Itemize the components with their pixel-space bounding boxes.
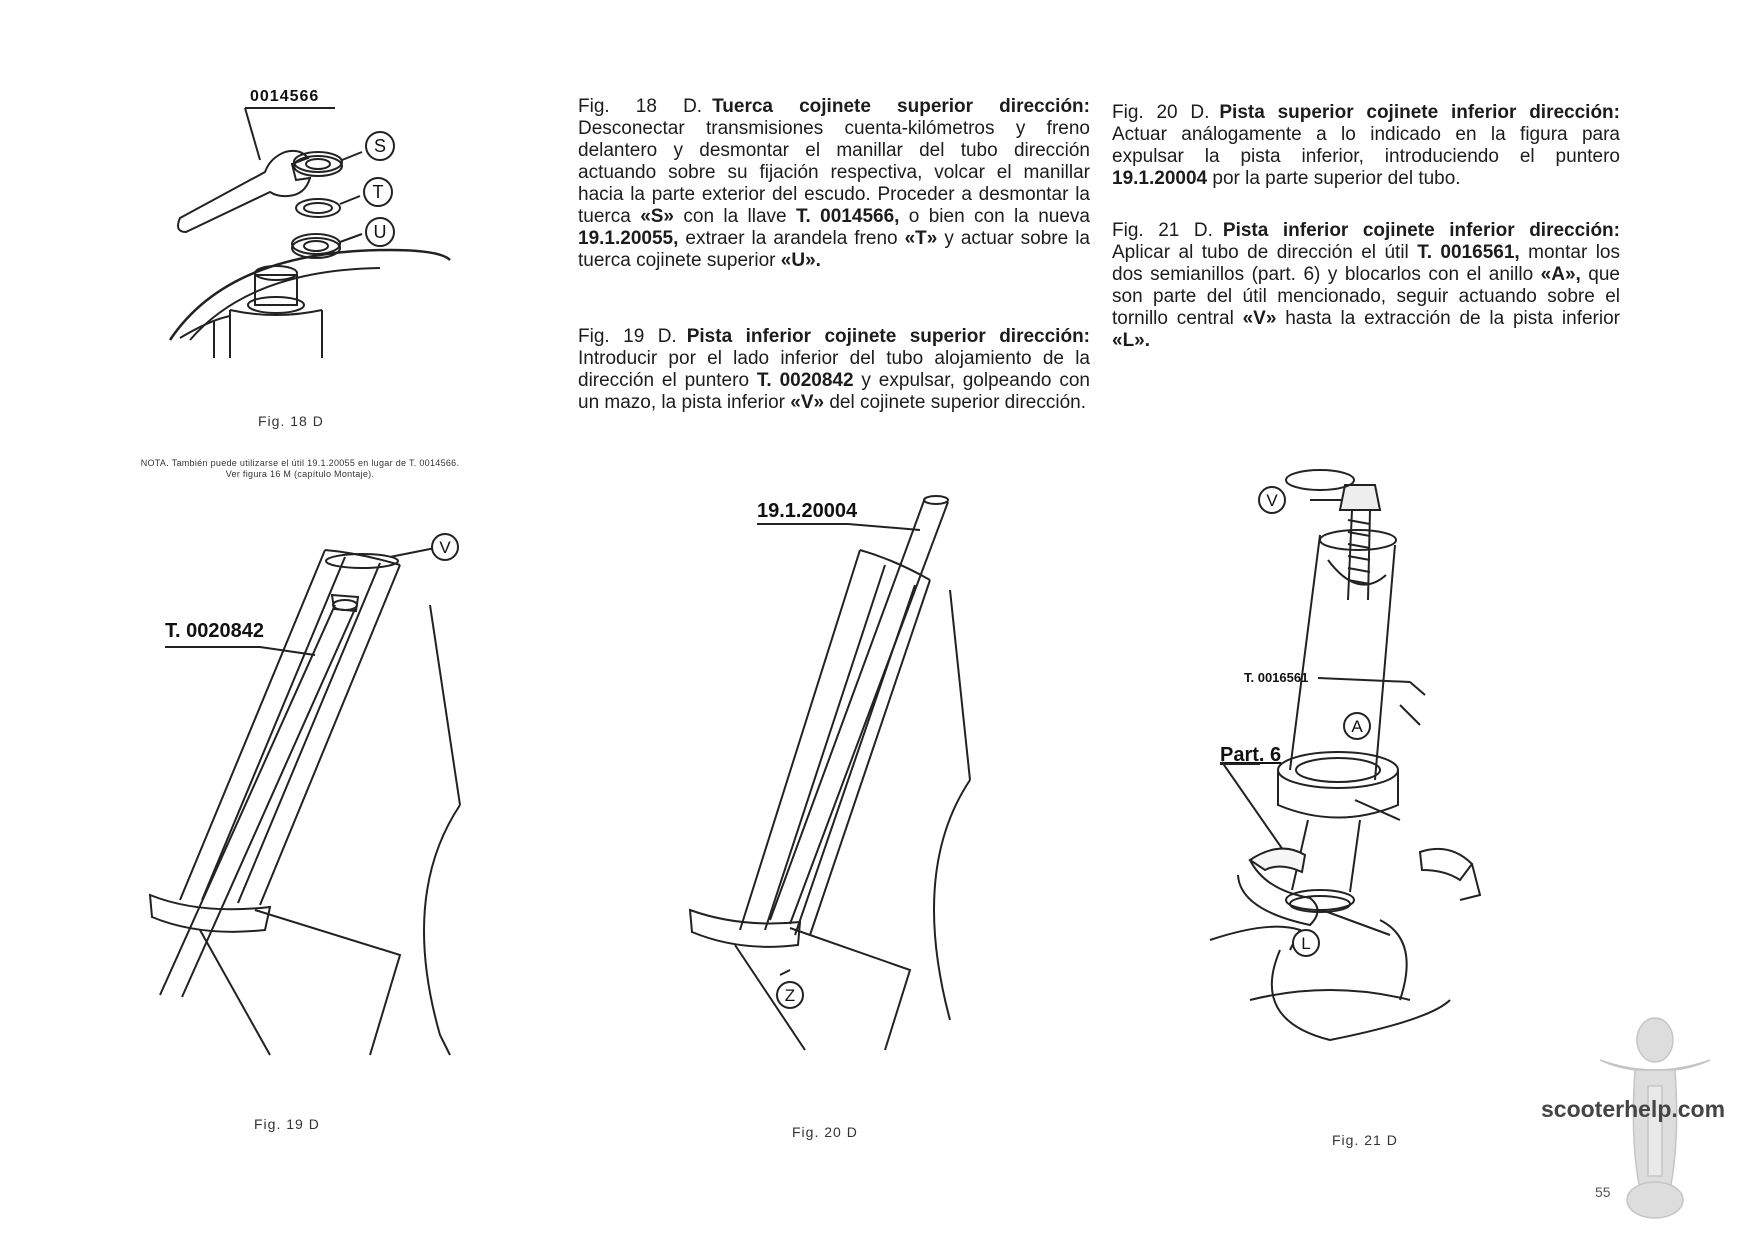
para-text: Actuar análogamente a lo indicado en la … bbox=[1112, 124, 1620, 167]
fig18-ref-label: 0014566 bbox=[250, 88, 320, 105]
para-text: Introducir por el lado inferior del tubo… bbox=[578, 348, 1090, 391]
paragraph-fig20: Fig. 20 D. Pista superior cojinete inferi… bbox=[1112, 102, 1620, 190]
fig19-callout-v: V bbox=[439, 538, 451, 557]
nota-text: NOTA. También puede utilizarse el útil 1… bbox=[30, 458, 570, 480]
para-text: extraer la arandela freno bbox=[678, 228, 905, 249]
fig21-caption: Fig. 21 D bbox=[1332, 1132, 1398, 1148]
para-bold: 19.1.20055, bbox=[578, 228, 679, 249]
para-lead: Fig. 19 D. bbox=[578, 326, 677, 347]
paragraph-fig21: Fig. 21 D. Pista inferior cojinete inferi… bbox=[1112, 220, 1620, 352]
fig19-ref-label: T. 0020842 bbox=[165, 620, 264, 642]
fig20-caption: Fig. 20 D bbox=[792, 1124, 858, 1140]
fig21-callout-l: L bbox=[1301, 934, 1310, 953]
fig21-callout-a: A bbox=[1351, 717, 1363, 736]
fig18-caption: Fig. 18 D bbox=[258, 413, 324, 429]
para-lead: Fig. 20 D. bbox=[1112, 102, 1210, 123]
para-title: Pista inferior cojinete superior direcci… bbox=[686, 326, 1090, 347]
fig19-caption: Fig. 19 D bbox=[254, 1116, 320, 1132]
para-text: del cojinete superior dirección. bbox=[824, 392, 1086, 413]
fig21-callout-v: V bbox=[1266, 491, 1278, 510]
fig19-illustration: V bbox=[148, 533, 461, 1056]
para-text: y actuar sobre la tuerca cojinete superi… bbox=[578, 228, 1090, 271]
para-bold: «L». bbox=[1112, 330, 1151, 351]
fig18-callout-s: S bbox=[374, 136, 386, 156]
nota-line2: Ver figura 16 M (capítulo Montaje). bbox=[225, 469, 375, 479]
para-bold: T. 0014566, bbox=[796, 206, 900, 227]
para-text: Aplicar al tubo de dirección el útil bbox=[1112, 242, 1418, 263]
para-bold: «T» bbox=[904, 228, 938, 249]
nota-line1: NOTA. También puede utilizarse el útil 1… bbox=[140, 458, 460, 468]
para-text: con la llave bbox=[674, 206, 797, 227]
fig20-ref-label: 19.1.20004 bbox=[757, 500, 858, 522]
para-text: montar los dos semianillos (part. 6) y b… bbox=[1112, 242, 1620, 285]
para-text: por la parte superior del tubo. bbox=[1207, 168, 1461, 189]
fig18-callout-t: T bbox=[373, 182, 384, 202]
fig21-ref-label: T. 0016561 bbox=[1244, 670, 1309, 685]
watermark-text: scooterhelp.com bbox=[1541, 1096, 1726, 1122]
para-title: Pista inferior cojinete inferior direcci… bbox=[1222, 220, 1620, 241]
para-bold: «V» bbox=[1242, 308, 1277, 329]
para-bold: «A», bbox=[1540, 264, 1581, 285]
para-bold: T. 0016561, bbox=[1417, 242, 1520, 263]
para-bold: «S» bbox=[640, 206, 674, 227]
fig21-illustration: V A L bbox=[1209, 469, 1482, 1042]
para-title: Tuerca cojinete superior dirección: bbox=[712, 96, 1090, 117]
para-bold: «V» bbox=[790, 392, 825, 413]
fig21-part-label: Part. 6 bbox=[1220, 744, 1282, 766]
para-lead: Fig. 21 D. bbox=[1112, 220, 1213, 241]
fig18-callout-u: U bbox=[374, 222, 387, 242]
para-text: Desconectar transmisiones cuenta-kilómet… bbox=[578, 118, 1090, 227]
fig18-illustration: S T U bbox=[168, 107, 451, 358]
para-bold: T. 0020842 bbox=[756, 370, 854, 391]
fig20-illustration: Z bbox=[688, 495, 971, 1051]
para-text: y expulsar, golpeando con un mazo, la pi… bbox=[578, 370, 1090, 413]
paragraph-fig18: Fig. 18 D. Tuerca cojinete superior direc… bbox=[578, 96, 1090, 272]
para-text: o bien con la nueva bbox=[899, 206, 1090, 227]
scooter-logo-icon bbox=[1599, 1017, 1711, 1219]
para-text: que son parte del útil mencionado, segui… bbox=[1112, 264, 1620, 329]
paragraph-fig19: Fig. 19 D. Pista inferior cojinete superi… bbox=[578, 326, 1090, 414]
para-title: Pista superior cojinete inferior direcci… bbox=[1219, 102, 1620, 123]
para-bold: 19.1.20004 bbox=[1112, 168, 1208, 189]
fig20-callout-z: Z bbox=[785, 986, 795, 1005]
para-lead: Fig. 18 D. bbox=[578, 96, 703, 117]
para-bold: «U». bbox=[780, 250, 821, 271]
page-number: 55 bbox=[1595, 1184, 1611, 1200]
para-text: hasta la extracción de la pista inferior bbox=[1276, 308, 1621, 329]
